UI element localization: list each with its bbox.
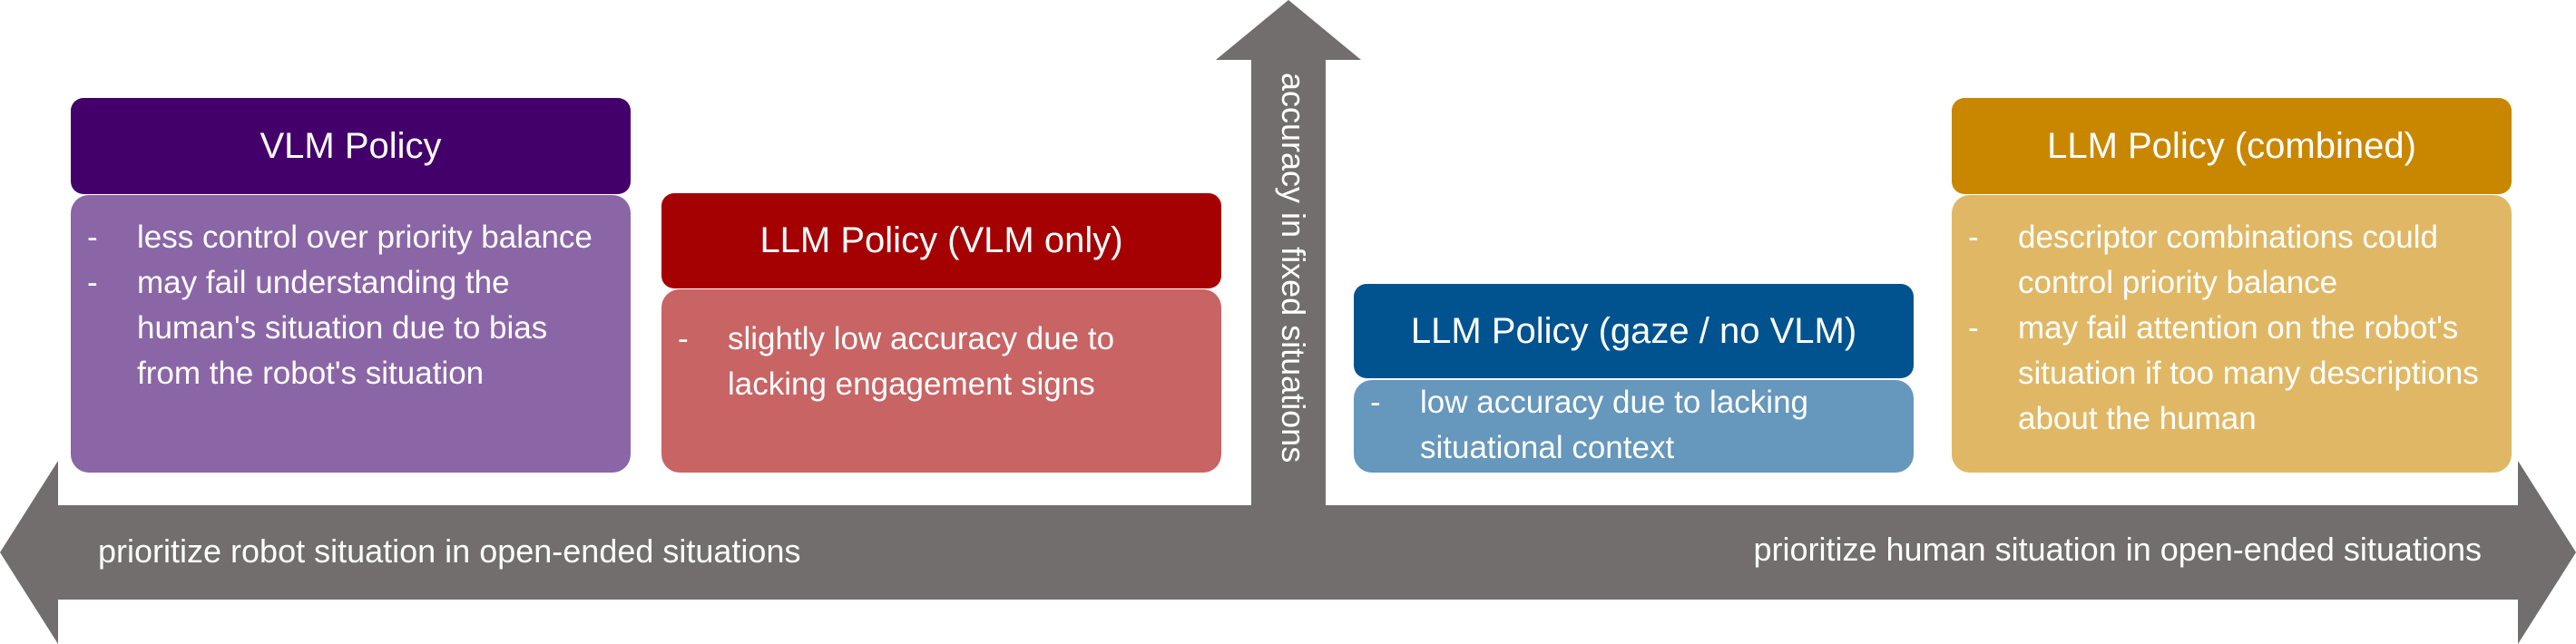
card-title: VLM Policy (71, 98, 631, 194)
card-body: - low accuracy due to lacking situationa… (1354, 380, 1914, 473)
bullet-text: descriptor combinations could control pr… (2018, 220, 2439, 300)
bullet-item: - may fail understanding the human's sit… (87, 260, 609, 396)
bullet-text: may fail attention on the robot's situat… (2018, 310, 2479, 436)
bullet-marker: - (87, 220, 98, 255)
bullet-item: - may fail attention on the robot's situ… (1968, 306, 2490, 442)
vertical-axis-label: accuracy in fixed situations (1275, 73, 1312, 463)
card-body: - descriptor combinations could control … (1952, 195, 2512, 473)
card-vlm-policy: VLM Policy - less control over priority … (71, 98, 631, 473)
card-title: LLM Policy (combined) (1952, 98, 2512, 194)
bullet-text: low accuracy due to lacking situational … (1420, 385, 1808, 465)
bullet-text: slightly low accuracy due to lacking eng… (728, 321, 1115, 402)
bullet-item: - less control over priority balance (87, 215, 609, 260)
card-body: - slightly low accuracy due to lacking e… (661, 289, 1221, 473)
horizontal-double-arrow (0, 461, 2576, 644)
card-body: - less control over priority balance - m… (71, 195, 631, 473)
vertical-up-arrow (1216, 0, 1361, 505)
card-llm-policy-vlm-only: LLM Policy (VLM only) - slightly low acc… (661, 193, 1221, 473)
bullet-text: less control over priority balance (137, 220, 593, 255)
bullet-item: - low accuracy due to lacking situationa… (1370, 380, 1892, 471)
card-title: LLM Policy (VLM only) (661, 193, 1221, 288)
bullet-marker: - (1968, 310, 1979, 346)
bullet-item: - descriptor combinations could control … (1968, 215, 2490, 306)
bullet-marker: - (1370, 385, 1381, 420)
bullet-marker: - (87, 265, 98, 300)
bullet-marker: - (678, 321, 689, 356)
bullet-marker: - (1968, 220, 1979, 255)
horizontal-axis-left-label: prioritize robot situation in open-ended… (98, 532, 801, 570)
card-llm-policy-combined: LLM Policy (combined) - descriptor combi… (1952, 98, 2512, 473)
horizontal-axis-right-label: prioritize human situation in open-ended… (1753, 531, 2483, 568)
bullet-text: may fail understanding the human's situa… (137, 265, 548, 391)
card-title: LLM Policy (gaze / no VLM) (1354, 284, 1914, 378)
bullet-item: - slightly low accuracy due to lacking e… (678, 317, 1200, 407)
card-llm-policy-gaze-no-vlm: LLM Policy (gaze / no VLM) - low accurac… (1354, 284, 1914, 473)
